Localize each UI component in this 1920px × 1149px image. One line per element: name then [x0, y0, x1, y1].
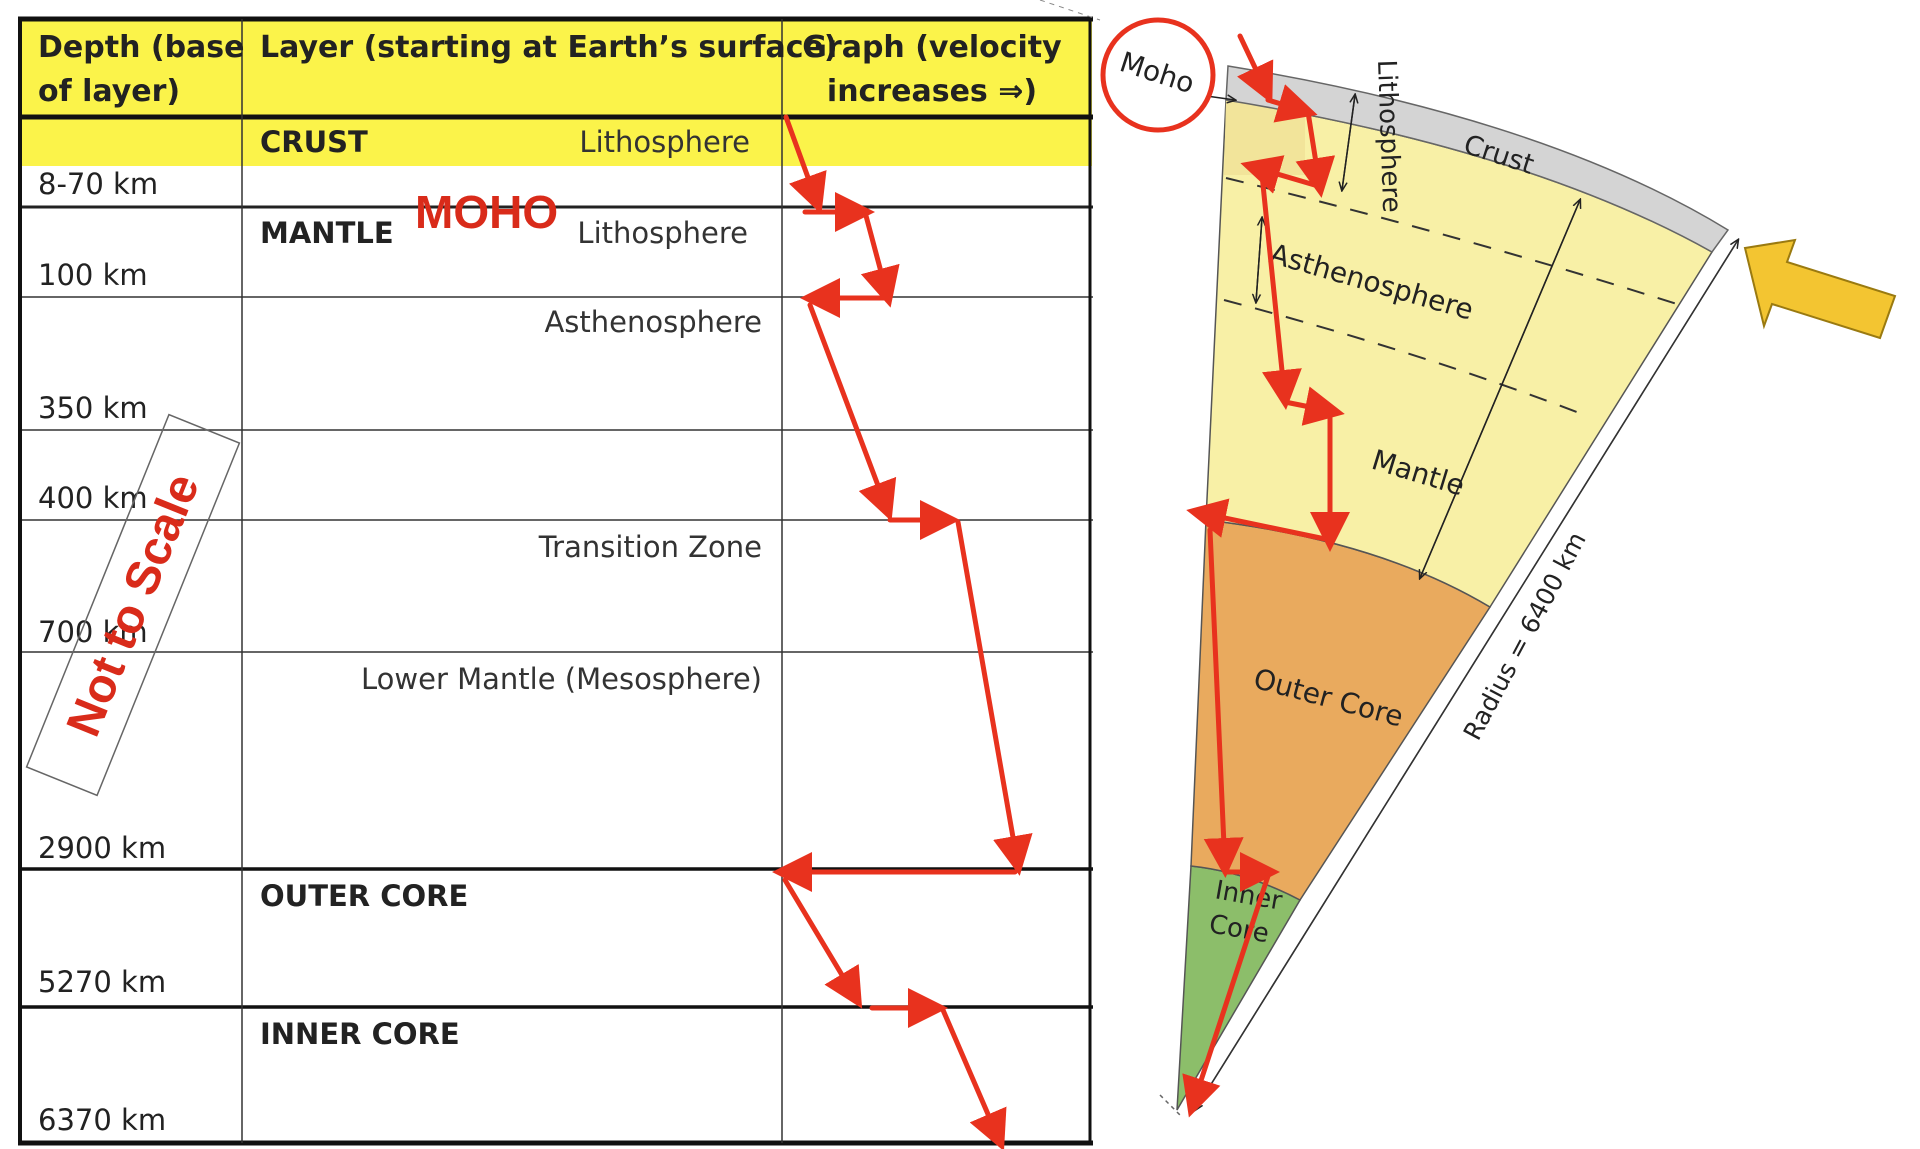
sublayer-mantle-lithosphere: Lithosphere: [577, 216, 748, 250]
ray-arrow-segment: [1237, 33, 1274, 105]
velocity-arrow-segment: [783, 114, 827, 215]
lithosphere-boundary-dashed: [1225, 177, 1681, 306]
depth-6370: 6370 km: [38, 1103, 166, 1137]
header-depth-line2: of layer): [38, 74, 180, 109]
top-dashed-guide: [1039, 0, 1101, 21]
layer-table: Depth (base of layer) Layer (starting at…: [18, 16, 1093, 1146]
ray-arrow-segment: [1203, 527, 1244, 878]
depth-100: 100 km: [38, 258, 148, 292]
moho-callout: Moho: [1100, 17, 1216, 133]
layer-mantle: MANTLE: [260, 216, 394, 250]
velocity-graph-arrows: [772, 114, 1033, 1149]
ray-arrow-segment: [1240, 155, 1321, 194]
header-layer: Layer (starting at Earth’s surface): [260, 30, 838, 65]
ray-arrow-segment: [1186, 498, 1333, 543]
sublayer-transition-zone: Transition Zone: [538, 530, 762, 564]
not-to-scale-label: Not to Scale: [25, 413, 241, 797]
header-graph-line1: Graph (velocity: [802, 30, 1062, 65]
velocity-arrow-segment: [955, 519, 1033, 876]
moho-annotation: MOHO: [415, 186, 558, 238]
earth-cross-section: Crust Lithosphere Asthenosphere Mantle O…: [1039, 0, 1738, 1116]
depth-crust: 8-70 km: [38, 167, 158, 201]
ray-arrow-segment: [1259, 172, 1302, 410]
not-to-scale-box: [25, 413, 241, 797]
asthenosphere-boundary-dashed: [1223, 299, 1583, 415]
depth-2900: 2900 km: [38, 831, 166, 865]
sublayer-asthenosphere: Asthenosphere: [544, 305, 762, 339]
ray-arrow-segment: [1295, 109, 1336, 198]
layer-outer-core: OUTER CORE: [260, 879, 468, 913]
velocity-arrow-segment: [940, 1007, 1007, 1149]
radius-line-top: [1194, 240, 1738, 1111]
velocity-arrow-segment: [807, 302, 897, 522]
layer-crust: CRUST: [260, 125, 368, 159]
ray-arrow-segment: [1182, 873, 1271, 1118]
sublayer-crust-lithosphere: Lithosphere: [579, 125, 750, 159]
velocity-arrow-segment: [782, 877, 863, 1009]
layer-inner-core: INNER CORE: [260, 1017, 460, 1051]
sublayer-lower-mantle: Lower Mantle (Mesosphere): [361, 662, 762, 696]
lithosphere-label: Lithosphere: [1371, 59, 1406, 213]
depth-700: 700 km: [38, 615, 148, 649]
crust-row-highlight: [20, 118, 1092, 166]
header-graph-line2: increases ⇒): [827, 74, 1037, 109]
lithosphere-thickness-arrow-back: [1341, 95, 1355, 191]
mantle-thickness-arrow-back: [1420, 199, 1581, 578]
asthenosphere-thickness-arrow-back: [1255, 218, 1262, 303]
moho-circle: [1100, 17, 1216, 133]
ray-arrow-segment: [1265, 84, 1318, 123]
depth-5270: 5270 km: [38, 965, 166, 999]
depth-350: 350 km: [38, 391, 148, 425]
ray-arrow-segment: [1282, 386, 1345, 426]
highlight-arrow-gold: [1743, 238, 1897, 340]
velocity-arrow-segment: [860, 209, 900, 308]
wedge-ray-arrows: [1182, 33, 1350, 1118]
depth-400: 400 km: [38, 481, 148, 515]
header-background: [20, 20, 1092, 116]
crust-region: [1225, 65, 1730, 253]
header-depth-line1: Depth (base: [38, 30, 245, 65]
